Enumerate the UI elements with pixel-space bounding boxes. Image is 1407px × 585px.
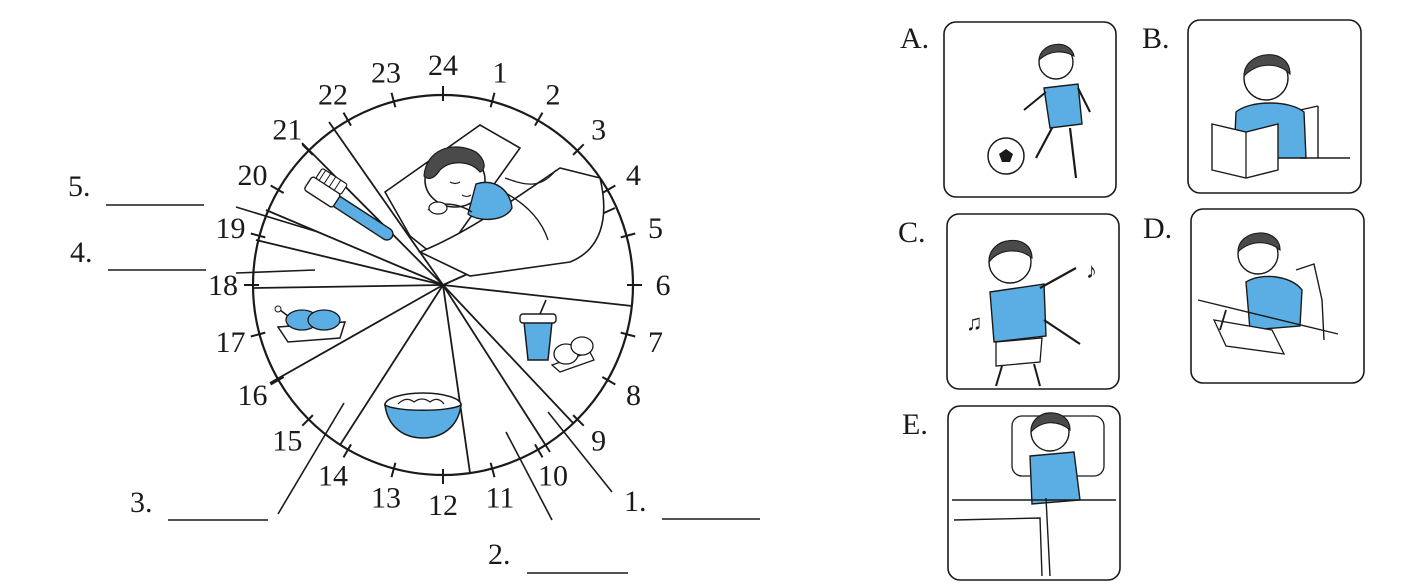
- option-a[interactable]: A.: [900, 22, 1116, 197]
- option-e[interactable]: E.: [902, 406, 1120, 580]
- option-b-letter: B.: [1142, 22, 1170, 55]
- option-e-letter: E.: [902, 408, 928, 441]
- hour-label-4: 4: [626, 159, 641, 192]
- hour-label-3: 3: [591, 113, 606, 146]
- hour-label-12: 12: [428, 489, 458, 522]
- hour-label-11: 11: [485, 482, 514, 515]
- blank-3-label: 3.: [130, 486, 153, 519]
- hour-label-8: 8: [626, 379, 641, 412]
- option-d-letter: D.: [1143, 212, 1172, 245]
- hour-label-6: 6: [656, 269, 671, 302]
- blank-5-label: 5.: [68, 170, 91, 203]
- hour-label-16: 16: [237, 379, 267, 412]
- music-note-icon: ♪: [1086, 258, 1097, 283]
- option-d[interactable]: D.: [1143, 209, 1364, 383]
- hour-label-17: 17: [215, 326, 245, 359]
- hour-label-2: 2: [546, 78, 561, 111]
- option-c-letter: C.: [898, 216, 926, 249]
- hour-label-5: 5: [648, 212, 663, 245]
- blank-2-label: 2.: [488, 538, 511, 571]
- option-a-frame: [944, 22, 1116, 197]
- hour-label-14: 14: [318, 460, 348, 493]
- hour-label-1: 1: [492, 56, 507, 89]
- hour-label-7: 7: [648, 326, 663, 359]
- blank-4-label: 4.: [70, 236, 93, 269]
- hour-label-22: 22: [318, 78, 348, 111]
- hour-label-19: 19: [215, 212, 245, 245]
- option-pictures: A. B.: [898, 20, 1364, 580]
- hour-label-20: 20: [237, 159, 267, 192]
- hour-label-15: 15: [272, 425, 302, 458]
- blank-1-label: 1.: [624, 485, 647, 518]
- option-c[interactable]: C. ♪ ♫: [898, 214, 1119, 389]
- hour-label-13: 13: [371, 482, 401, 515]
- option-b[interactable]: B.: [1142, 20, 1361, 193]
- music-note-icon: ♫: [966, 310, 983, 335]
- hour-label-23: 23: [371, 56, 401, 89]
- hour-label-24: 24: [428, 49, 458, 82]
- hour-label-9: 9: [591, 425, 606, 458]
- hour-label-18: 18: [208, 269, 238, 302]
- hour-label-21: 21: [272, 113, 302, 146]
- option-a-letter: A.: [900, 22, 929, 55]
- hour-label-10: 10: [538, 460, 568, 493]
